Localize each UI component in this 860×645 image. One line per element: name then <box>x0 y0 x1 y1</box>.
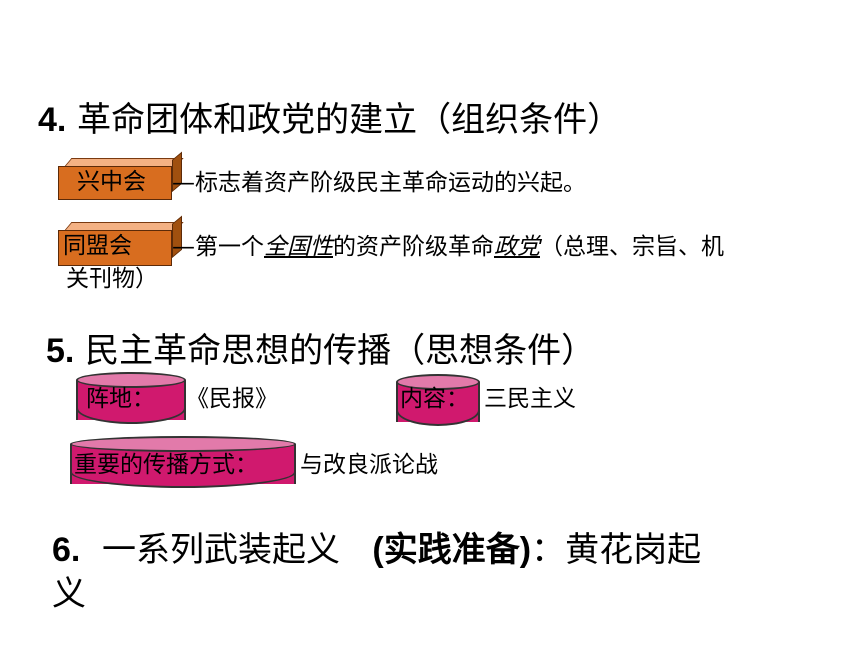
emphasis-national: 全国性 <box>264 234 333 260</box>
xingzhonghui-description: —标志着资产阶级民主革命运动的兴起。 <box>172 170 586 196</box>
base-cylinder: 阵地： <box>76 372 186 428</box>
xingzhonghui-label: 兴中会 <box>58 166 172 200</box>
section4-title: 革命团体和政党的建立（组织条件） <box>77 100 622 140</box>
method-label: 重要的传播方式： <box>74 452 258 478</box>
section6-colon-text: ：黄花岗起 <box>531 530 702 570</box>
section4-number: 4. <box>38 101 67 139</box>
section6-paren: (实践准备) <box>372 531 532 569</box>
section5-heading: 5. 民主革命思想的传播（思想条件） <box>46 331 595 371</box>
tongmenghui-description: —第一个全国性的资产阶级革命政党（总理、宗旨、机 <box>172 234 724 260</box>
content-cylinder: 内容： <box>396 374 480 430</box>
content-value: 三民主义 <box>484 386 576 412</box>
base-value: 《民报》 <box>186 386 278 412</box>
method-cylinder: 重要的传播方式： <box>70 436 296 492</box>
method-value: 与改良派论战 <box>300 452 438 478</box>
section5-title: 民主革命思想的传播（思想条件） <box>85 331 596 371</box>
xingzhonghui-text: 标志着资产阶级民主革命运动的兴起。 <box>195 170 586 196</box>
tongmenghui-text-3: （总理、宗旨、机 <box>540 234 724 260</box>
section6-title: 一系列武装起义 <box>101 530 340 570</box>
section6-number: 6. <box>52 531 81 569</box>
section6-heading: 6. 一系列武装起义 (实践准备)：黄花岗起 <box>52 530 701 570</box>
tongmenghui-text-2: 的资产阶级革命 <box>333 234 494 260</box>
emphasis-party: 政党 <box>494 234 540 260</box>
tongmenghui-description-line2: 关刊物） <box>66 266 158 292</box>
tongmenghui-text-1: 第一个 <box>195 234 264 260</box>
tongmenghui-label: 同盟会 <box>58 230 172 266</box>
section4-heading: 4. 革命团体和政党的建立（组织条件） <box>38 100 621 140</box>
section6-heading-line2: 义 <box>52 574 86 614</box>
section5-number: 5. <box>46 332 75 370</box>
content-label: 内容： <box>400 386 469 412</box>
base-label: 阵地： <box>86 386 155 412</box>
